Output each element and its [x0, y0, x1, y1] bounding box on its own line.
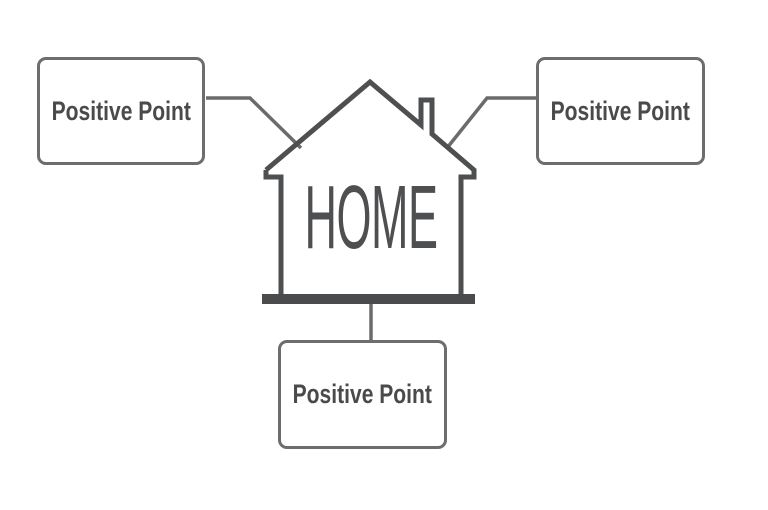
- node-bottom[interactable]: Positive Point: [278, 340, 447, 449]
- node-left[interactable]: Positive Point: [37, 57, 205, 165]
- node-right-label: Positive Point: [550, 95, 691, 126]
- house-base-bar: [262, 294, 475, 304]
- house-outline: [264, 78, 477, 297]
- node-left-label: Positive Point: [51, 95, 191, 126]
- node-right[interactable]: Positive Point: [536, 57, 705, 165]
- connector-left: [206, 96, 303, 150]
- house-outline-left-wall: [263, 170, 284, 297]
- connector-right: [445, 96, 536, 150]
- node-bottom-label: Positive Point: [292, 379, 433, 409]
